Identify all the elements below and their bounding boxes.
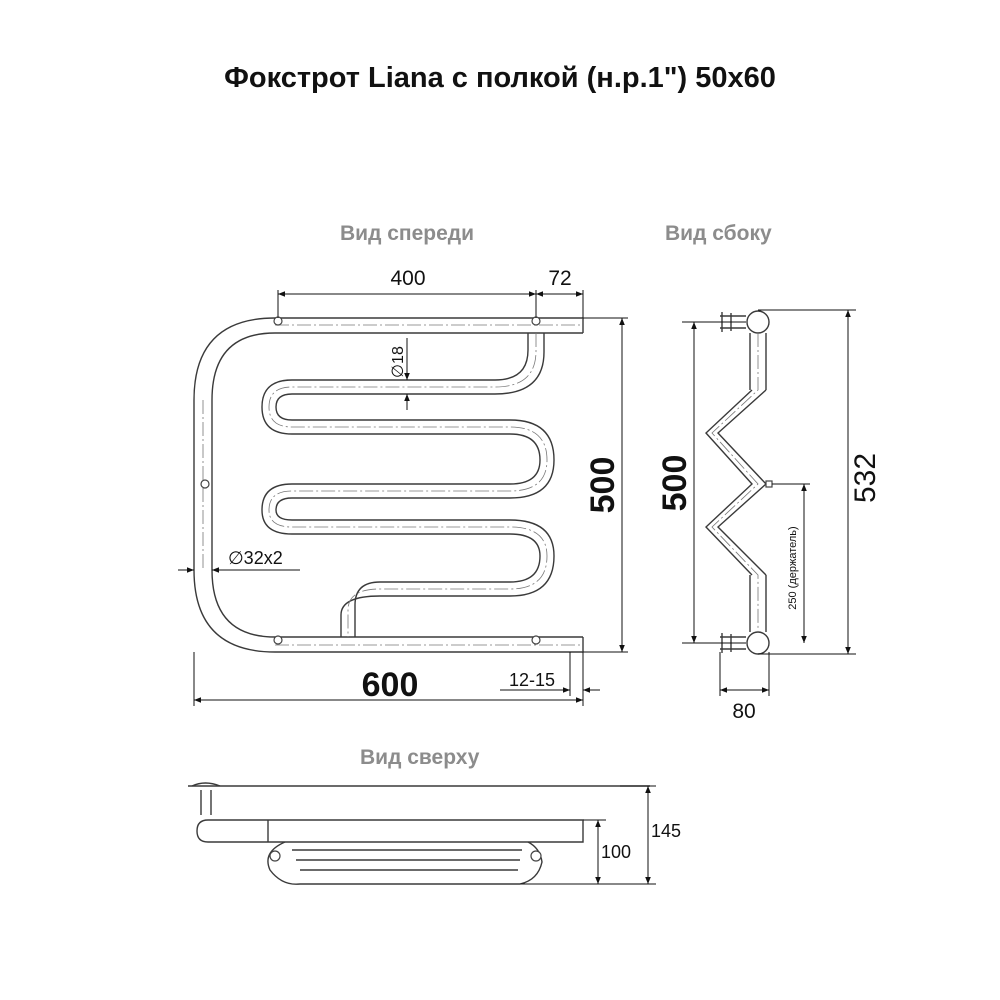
dim-d32-text: ∅32x2 — [228, 548, 283, 568]
dim-gap-text: 12-15 — [509, 670, 555, 690]
dim-100-text: 100 — [601, 842, 631, 862]
dim-532-text: 532 — [849, 453, 882, 503]
side-upper-vertical — [749, 333, 767, 390]
side-zigzag-outer — [705, 389, 753, 576]
drawing-title: Фокстрот Liana с полкой (н.р.1") 50x60 — [224, 62, 776, 94]
top-view: 100 145 — [188, 782, 681, 885]
bolt-side — [200, 479, 210, 489]
dim-d18-text: ∅18 — [390, 346, 407, 378]
top-wall-flange — [191, 782, 221, 787]
top-bolt-left — [269, 850, 281, 862]
side-top-tube — [746, 310, 770, 334]
dim-72-text: 72 — [548, 267, 571, 290]
serpentine-tube-outer — [261, 333, 541, 637]
serpentine-axis — [268, 333, 548, 637]
main-frame-outer — [193, 317, 583, 653]
dim-500s-text: 500 — [656, 455, 694, 512]
front-view: 400 72 ∅18 ∅32x2 500 600 12-15 — [178, 267, 628, 706]
side-view-label: Вид сбоку — [665, 222, 772, 245]
dim-500f-text: 500 — [584, 457, 622, 514]
bolt-bottom-right — [531, 635, 541, 645]
top-bolt-right — [530, 850, 542, 862]
side-axis — [711, 333, 759, 632]
dim-145-text: 145 — [651, 821, 681, 841]
top-holder-stem — [200, 790, 212, 815]
top-view-label: Вид сверху — [360, 746, 480, 769]
dim-80-text: 80 — [732, 700, 755, 723]
top-main-tube — [196, 819, 584, 843]
main-frame-inner — [211, 332, 583, 638]
side-top-holder — [720, 312, 746, 332]
top-serpentine-lines — [292, 849, 522, 871]
side-view: 500 532 250 (держатель) 80 — [656, 309, 882, 723]
front-view-label: Вид спереди — [340, 222, 475, 245]
side-bottom-tube — [746, 631, 770, 655]
side-bottom-holder — [720, 633, 746, 653]
dim-250-text: 250 (держатель) — [787, 526, 799, 609]
top-serpentine-outer — [267, 841, 543, 885]
side-lower-vertical — [749, 575, 767, 632]
bolt-bottom-left — [273, 635, 283, 645]
side-holder-mount — [765, 480, 773, 488]
bolt-top-left — [273, 316, 283, 326]
dim-400-text: 400 — [390, 267, 425, 290]
bolt-top-right — [531, 316, 541, 326]
serpentine-tube-inner — [275, 333, 555, 637]
dim-600-text: 600 — [362, 666, 419, 704]
